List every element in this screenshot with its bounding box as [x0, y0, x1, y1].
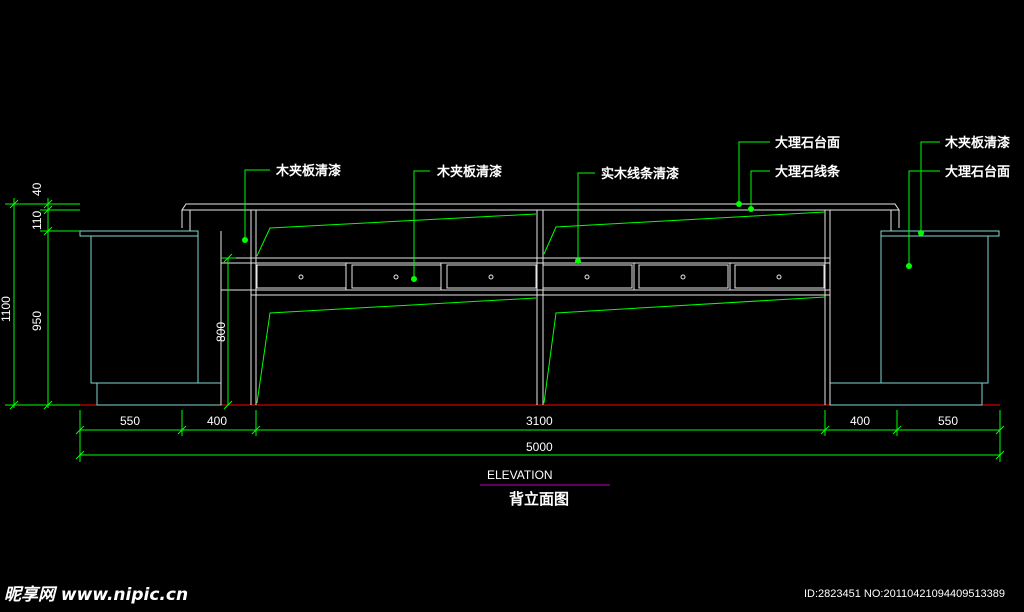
counter-top — [181, 203, 900, 231]
dim-width-400-right: 400 — [850, 414, 870, 428]
drawer-row — [256, 263, 825, 290]
drawer-6 — [734, 264, 825, 289]
dim-height-110: 110 — [30, 211, 44, 230]
label-solid-wood-trim: 实木线条清漆 — [601, 166, 679, 182]
drawer-knob-icon — [776, 274, 782, 280]
drawer-knob-icon — [298, 274, 304, 280]
drawer-knob-icon — [393, 274, 399, 280]
dim-width-5000: 5000 — [526, 440, 553, 454]
watermark-brand: 昵享网 www.nipic.cn — [4, 585, 188, 605]
label-wood-veneer-center: 木夹板清漆 — [436, 164, 502, 180]
dim-width-400-left: 400 — [207, 414, 227, 428]
dim-width-3100: 3100 — [526, 414, 553, 428]
drawer-knobs — [298, 274, 782, 280]
drawer-knob-icon — [584, 274, 590, 280]
label-wood-veneer-left: 木夹板清漆 — [275, 163, 341, 179]
counter-body — [220, 210, 831, 405]
drawing-title-english: ELEVATION — [487, 468, 553, 482]
dim-height-40: 40 — [30, 182, 44, 196]
drawer-2 — [351, 264, 442, 289]
right-side-cabinet — [829, 230, 1000, 406]
drawer-5 — [638, 264, 729, 289]
drawer-knob-icon — [680, 274, 686, 280]
drawer-knob-icon — [488, 274, 494, 280]
drawer-1 — [256, 264, 347, 289]
annotation-dots — [242, 201, 924, 282]
label-marble-top-right: 大理石台面 — [945, 164, 1010, 180]
label-wood-veneer-right: 木夹板清漆 — [944, 135, 1010, 151]
dim-height-800: 800 — [214, 322, 228, 342]
left-side-cabinet — [79, 230, 222, 406]
dim-height-1100: 1100 — [0, 296, 13, 322]
label-marble-strip: 大理石线条 — [775, 164, 841, 180]
drawer-4 — [542, 264, 633, 289]
horizontal-dimensions — [75, 410, 1005, 462]
dim-width-550-right: 550 — [938, 414, 958, 428]
label-marble-top-center: 大理石台面 — [775, 135, 840, 151]
dim-height-950: 950 — [30, 311, 44, 331]
annotation-leaders — [244, 141, 940, 279]
veneer-reflection-lines — [256, 211, 826, 404]
dim-width-550-left: 550 — [120, 414, 140, 428]
drawer-3 — [446, 264, 537, 289]
vertical-dimensions — [5, 198, 236, 410]
watermark-id: ID:2823451 NO:20110421094409513389 — [804, 588, 1005, 600]
drawing-title-chinese: 背立面图 — [509, 490, 569, 508]
